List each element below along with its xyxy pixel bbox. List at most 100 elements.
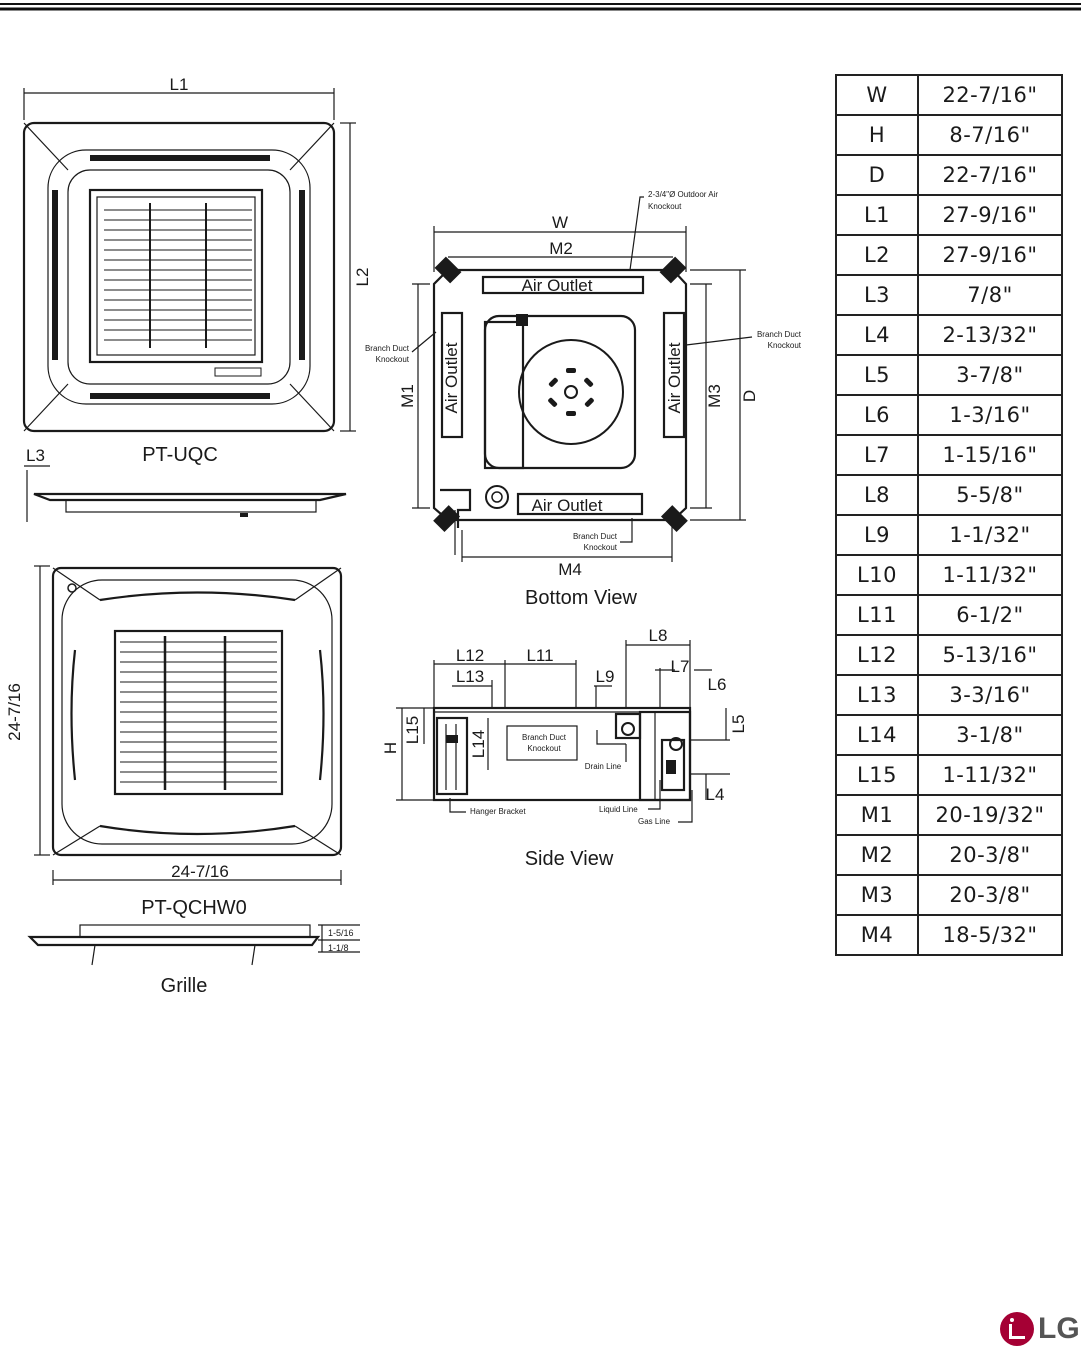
header-rule bbox=[0, 3, 1081, 11]
lg-logo: LG bbox=[1000, 1312, 1080, 1346]
lg-logo-text: LG bbox=[1038, 1312, 1080, 1345]
dim-label-w: W bbox=[552, 213, 568, 232]
outdoor-air-label-2: Knockout bbox=[648, 202, 682, 211]
branch-duct-left-2: Knockout bbox=[376, 355, 410, 364]
dimension-value: 3-7/8" bbox=[917, 354, 1063, 396]
outdoor-air-label: 2-3/4"Ø Outdoor Air bbox=[648, 190, 718, 199]
air-outlet-right: Air Outlet bbox=[665, 342, 684, 413]
hanger-bracket-label: Hanger Bracket bbox=[470, 807, 526, 816]
dimension-value: 22-7/16" bbox=[917, 74, 1063, 116]
dimension-value: 1-11/32" bbox=[917, 754, 1063, 796]
dimension-value: 22-7/16" bbox=[917, 154, 1063, 196]
dimension-value: 7/8" bbox=[917, 274, 1063, 316]
dimension-key: L15 bbox=[835, 754, 919, 796]
dimension-value: 2-13/32" bbox=[917, 314, 1063, 356]
fan-motor-holes bbox=[548, 368, 594, 416]
dim-label-l15: L15 bbox=[403, 716, 422, 744]
dimension-key: L2 bbox=[835, 234, 919, 276]
dim-label-m2: M2 bbox=[549, 239, 573, 258]
dimension-value: 8-7/16" bbox=[917, 114, 1063, 156]
dimension-key: L11 bbox=[835, 594, 919, 636]
dimension-key: L4 bbox=[835, 314, 919, 356]
dimension-key: M3 bbox=[835, 874, 919, 916]
bottom-view-title: Bottom View bbox=[525, 587, 637, 609]
dimension-key: L8 bbox=[835, 474, 919, 516]
branch-duct-bottom-2: Knockout bbox=[584, 543, 618, 552]
dim-label-l13: L13 bbox=[456, 667, 484, 686]
dimension-key: L9 bbox=[835, 514, 919, 556]
dimension-value: 20-19/32" bbox=[917, 794, 1063, 836]
dimension-key: L6 bbox=[835, 394, 919, 436]
lg-logo-mark bbox=[1000, 1312, 1034, 1346]
model-label-pt-qchw0: PT-QCHW0 bbox=[141, 897, 247, 919]
dim-label-l7: L7 bbox=[671, 657, 690, 676]
dimension-value: 5-13/16" bbox=[917, 634, 1063, 676]
dimension-value: 1-3/16" bbox=[917, 394, 1063, 436]
dimension-value: 27-9/16" bbox=[917, 194, 1063, 236]
dim-label-l9: L9 bbox=[596, 667, 615, 686]
grille-dim-height: 24-7/16 bbox=[5, 683, 24, 741]
dimension-key: D bbox=[835, 154, 919, 196]
dimension-value: 1-15/16" bbox=[917, 434, 1063, 476]
branch-duct-right-2: Knockout bbox=[768, 341, 802, 350]
side-branch-duct: Branch Duct bbox=[522, 733, 567, 742]
dim-label-m3: M3 bbox=[705, 384, 724, 408]
dim-label-m4: M4 bbox=[558, 560, 582, 579]
dimension-key: M2 bbox=[835, 834, 919, 876]
dimension-key: L5 bbox=[835, 354, 919, 396]
dim-label-d: D bbox=[740, 390, 759, 402]
drain-line-label: Drain Line bbox=[585, 762, 622, 771]
grille-front-view: 24-7/16 24-7/16 PT- bbox=[5, 565, 360, 997]
dimension-key: M4 bbox=[835, 914, 919, 956]
dimension-value: 5-5/8" bbox=[917, 474, 1063, 516]
dimension-key: H bbox=[835, 114, 919, 156]
bottom-view: W M2 2-3/4"Ø Outdoor Air Knockout Air Ou… bbox=[365, 190, 802, 609]
dim-label-l3: L3 bbox=[26, 446, 45, 465]
air-outlet-left: Air Outlet bbox=[442, 342, 461, 413]
dim-label-l14: L14 bbox=[469, 730, 488, 758]
dimension-value: 1-11/32" bbox=[917, 554, 1063, 596]
air-outlet-top: Air Outlet bbox=[522, 276, 593, 295]
liquid-line-label: Liquid Line bbox=[599, 805, 638, 814]
dim-label-l8: L8 bbox=[649, 626, 668, 645]
dimension-key: L12 bbox=[835, 634, 919, 676]
dimension-key: L1 bbox=[835, 194, 919, 236]
grille-title: Grille bbox=[161, 975, 208, 997]
dimension-key: W bbox=[835, 74, 919, 116]
gas-line-label: Gas Line bbox=[638, 817, 671, 826]
dim-label-m1: M1 bbox=[398, 384, 417, 408]
cassette-top-view: L1 L2 PT-UQC L3 bbox=[22, 75, 372, 522]
dimension-key: L13 bbox=[835, 674, 919, 716]
dimension-value: 6-1/2" bbox=[917, 594, 1063, 636]
dimension-key: L3 bbox=[835, 274, 919, 316]
dimension-value: 1-1/32" bbox=[917, 514, 1063, 556]
dimension-key: M1 bbox=[835, 794, 919, 836]
side-view: L12 L11 L13 L9 L8 L7 L6 Branch Duct Knoc… bbox=[381, 626, 748, 870]
dim-label-l2: L2 bbox=[353, 268, 372, 287]
dimension-value: 3-1/8" bbox=[917, 714, 1063, 756]
dim-label-l4: L4 bbox=[706, 785, 725, 804]
dim-label-l12: L12 bbox=[456, 646, 484, 665]
side-view-title: Side View bbox=[525, 848, 614, 870]
dimension-key: L10 bbox=[835, 554, 919, 596]
dimension-value: 3-3/16" bbox=[917, 674, 1063, 716]
dim-label-l6: L6 bbox=[708, 675, 727, 694]
grille-slots bbox=[104, 203, 252, 348]
dim-label-l5: L5 bbox=[729, 715, 748, 734]
dim-label-h: H bbox=[381, 742, 400, 754]
